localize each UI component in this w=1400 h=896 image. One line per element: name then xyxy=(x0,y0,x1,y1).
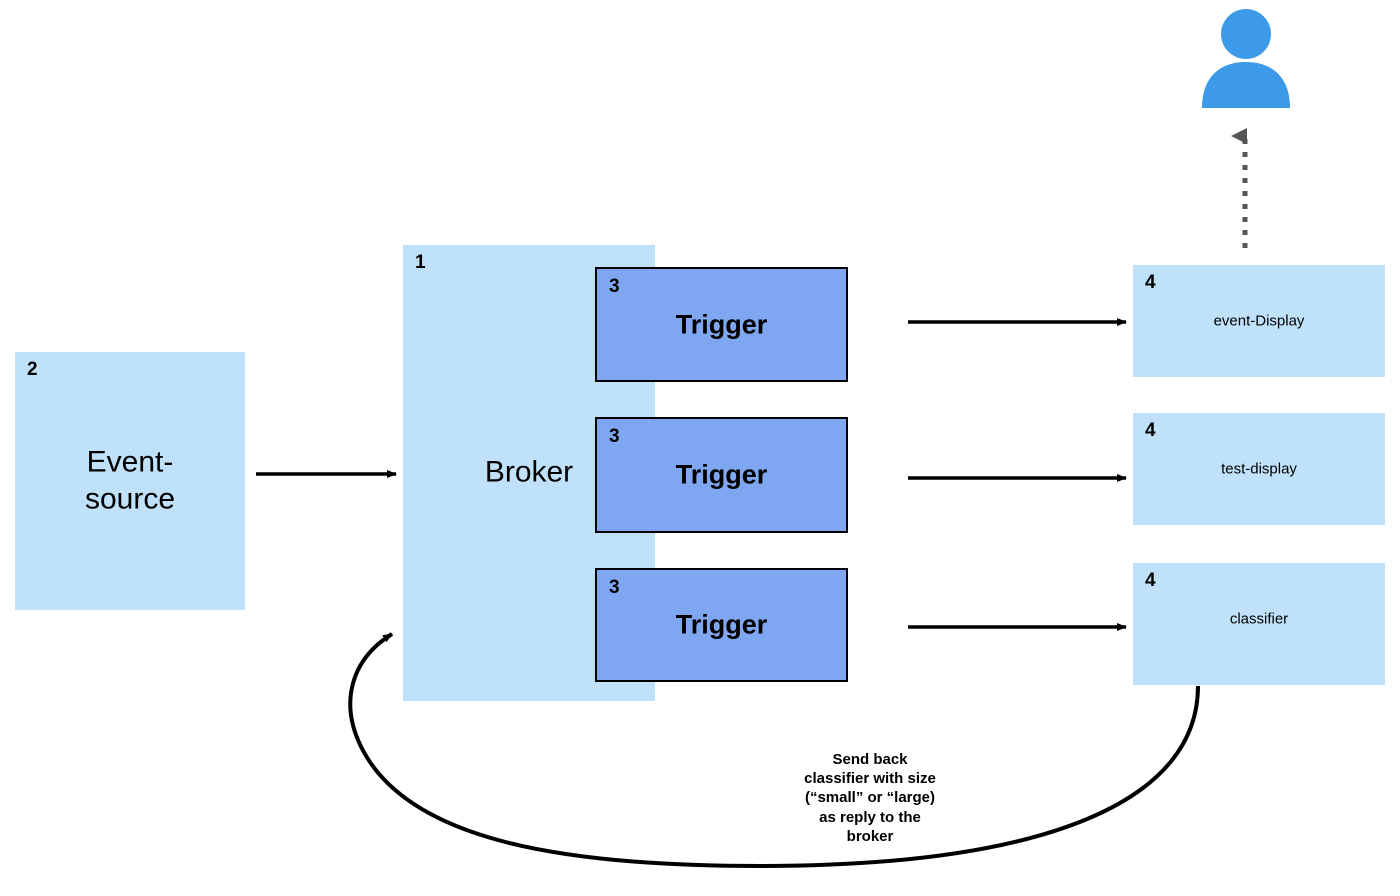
service-box-event-display[interactable]: 4 event-Display xyxy=(1133,265,1385,377)
trigger-badge-3: 3 xyxy=(609,577,620,598)
service-label-test-display: test-display xyxy=(1221,460,1297,478)
trigger-box-1[interactable]: 3 Trigger xyxy=(595,267,848,382)
trigger-badge-1: 3 xyxy=(609,276,620,297)
service-badge-1: 4 xyxy=(1145,272,1156,293)
service-box-classifier[interactable]: 4 classifier xyxy=(1133,563,1385,685)
service-label-event-display: event-Display xyxy=(1213,312,1305,330)
trigger-box-3[interactable]: 3 Trigger xyxy=(595,568,848,682)
service-box-test-display[interactable]: 4 test-display xyxy=(1133,413,1385,525)
person-icon xyxy=(1202,9,1290,108)
event-source-badge: 2 xyxy=(27,359,38,380)
event-source-label: Event- source xyxy=(84,445,176,515)
trigger-label-2: Trigger xyxy=(675,459,768,490)
return-reply-caption: Send back classifier with size (“small” … xyxy=(804,751,936,845)
event-source-box[interactable]: 2 Event- source xyxy=(15,352,245,610)
trigger-label-1: Trigger xyxy=(675,309,768,339)
broker-label: Broker xyxy=(484,455,574,489)
service-badge-3: 4 xyxy=(1145,570,1156,591)
trigger-label-3: Trigger xyxy=(675,609,768,640)
broker-badge: 1 xyxy=(415,252,426,273)
service-label-classifier: classifier xyxy=(1229,610,1289,628)
service-badge-2: 4 xyxy=(1145,420,1156,441)
trigger-box-2[interactable]: 3 Trigger xyxy=(595,417,848,533)
trigger-badge-2: 3 xyxy=(609,426,620,447)
